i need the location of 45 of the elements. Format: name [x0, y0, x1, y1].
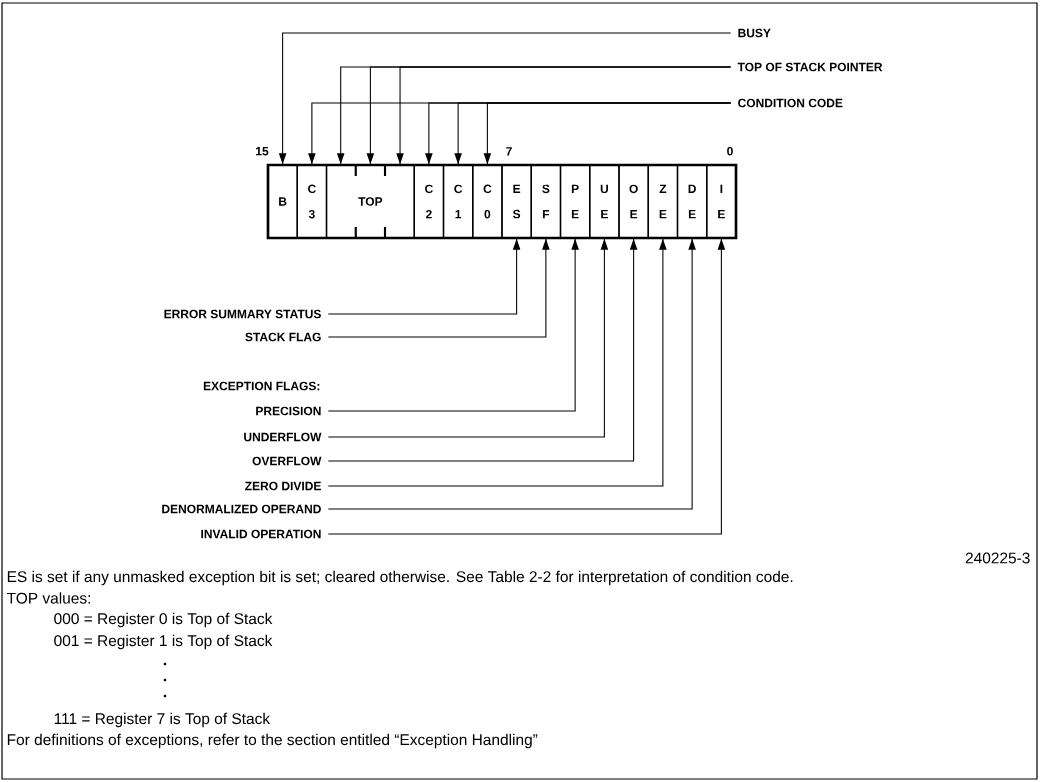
arrow: [327, 238, 726, 535]
bit-field-cell: C 3: [296, 164, 328, 239]
bit-field-cell: S F: [530, 164, 562, 239]
node-label: B: [279, 197, 287, 206]
bit-field-cell: P E: [559, 164, 591, 239]
field-label: DENORMALIZED OPERAND: [162, 504, 321, 514]
arrow: [327, 238, 638, 462]
arrow: [327, 238, 667, 487]
group-heading: EXCEPTION FLAGS:: [203, 381, 320, 391]
bit-field-cell: Z E: [647, 164, 679, 239]
bit-number: 7: [506, 147, 512, 156]
field-label: CONDITION CODE: [738, 98, 843, 108]
bit-number: 15: [256, 147, 269, 156]
note-text: ES is set if any unmasked exception bit is set; cleared otherwise. See Table 2-2 for interpretation of condition code.: [7, 570, 793, 586]
note-text: 001 = Register 1 is Top of Stack: [54, 634, 273, 650]
field-label: INVALID OPERATION: [201, 529, 321, 539]
arrow: [327, 238, 521, 315]
bit-field-cell: D E: [676, 164, 708, 239]
bit-field-cell: C 0: [472, 164, 503, 239]
field-label: BUSY: [738, 28, 771, 38]
note-text: TOP values:: [6, 592, 90, 604]
field-label: TOP OF STACK POINTER: [737, 62, 883, 72]
field-label: OVERFLOW: [252, 456, 322, 466]
field-label: STACK FLAG: [245, 332, 321, 342]
bit-field-cell: O E: [618, 164, 649, 239]
arrow: [327, 238, 579, 412]
bit-number: 0: [727, 146, 733, 156]
bit-field-cell: C 2: [413, 164, 445, 239]
arrow: [278, 32, 732, 165]
field-label: PRECISION: [256, 406, 321, 416]
bit-field-cell: E S: [501, 164, 532, 239]
field-label: ZERO DIVIDE: [245, 481, 321, 491]
field-label: ERROR SUMMARY STATUS: [164, 309, 321, 319]
note-text: For definitions of exceptions, refer to the section entitled “Exception Handling”: [7, 733, 538, 749]
arrow: [327, 238, 696, 510]
note-text: 111 = Register 7 is Top of Stack: [54, 712, 271, 728]
bit-field-cell: I E: [706, 164, 737, 239]
arrow: [327, 238, 609, 438]
arrow: [327, 238, 550, 338]
figure-number: 240225-3: [965, 552, 1030, 564]
bit-field-cell: U E: [589, 164, 620, 239]
bit-field-cell: TOP: [325, 163, 415, 240]
field-label: UNDERFLOW: [244, 432, 322, 442]
note-text: 000 = Register 0 is Top of Stack: [54, 612, 273, 628]
bit-field-cell: C 1: [442, 164, 474, 239]
